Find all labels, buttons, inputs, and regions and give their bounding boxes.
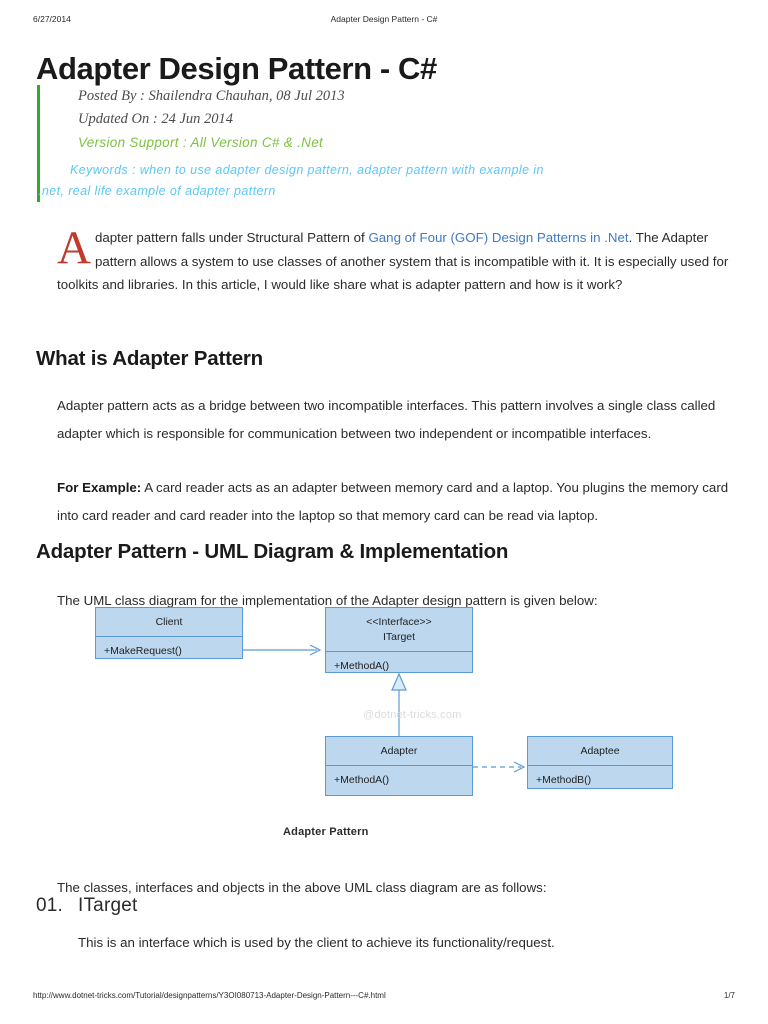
print-header-date: 6/27/2014 (33, 14, 71, 24)
uml-box-adaptee[interactable]: Adaptee +MethodB() (527, 736, 673, 789)
arrowhead-open-adapter-adaptee (513, 761, 526, 773)
for-example-label: For Example: (57, 480, 142, 496)
intro-text-after-link: . The Adapter pattern allows a system to… (57, 230, 729, 293)
print-footer-page-number: 1/7 (723, 991, 735, 1000)
uml-box-itarget-header: <<Interface>> ITarget (326, 608, 472, 651)
uml-box-itarget-name: ITarget (382, 631, 416, 643)
uml-box-adapter[interactable]: Adapter +MethodA() (325, 736, 473, 796)
uml-box-adaptee-divider (528, 765, 672, 766)
uml-box-itarget-member: +MethodA() (334, 660, 390, 672)
arrowhead-hollow-triangle-realization (391, 672, 407, 691)
drop-cap-letter: A (57, 222, 91, 275)
meta-posted-by: Posted By : Shailendra Chauhan, 08 Jul 2… (78, 88, 345, 104)
diagram-caption: Adapter Pattern (283, 826, 369, 838)
uml-box-client-header: Client (96, 608, 242, 636)
diagram-watermark: @dotnet-tricks.com (363, 709, 462, 721)
page-title: Adapter Design Pattern - C# (36, 50, 437, 86)
article-meta-block: Posted By : Shailendra Chauhan, 08 Jul 2… (37, 85, 737, 202)
list-item-title-itarget: ITarget (78, 895, 138, 916)
uml-box-adapter-header: Adapter (326, 737, 472, 765)
uml-box-client-divider (96, 636, 242, 637)
uml-box-client-name: Client (155, 616, 183, 628)
arrowhead-open-client-itarget (309, 644, 322, 656)
uml-box-client-member: +MakeRequest() (104, 645, 182, 657)
uml-class-diagram: Client +MakeRequest() <<Interface>> ITar… (0, 598, 768, 848)
uml-box-adapter-divider (326, 765, 472, 766)
for-example-text: A card reader acts as an adapter between… (57, 480, 729, 524)
list-item-description-itarget: This is an interface which is used by th… (78, 935, 555, 950)
meta-keywords: Keywords : when to use adapter design pa… (38, 154, 737, 202)
heading-what-is-adapter-pattern: What is Adapter Pattern (36, 347, 264, 370)
meta-keywords-line-2: .net, real life example of adapter patte… (38, 184, 276, 198)
print-header-title: Adapter Design Pattern - C# (330, 14, 438, 24)
print-header: 6/27/2014 Adapter Design Pattern - C# (0, 14, 768, 28)
paragraph-uml-intro: The UML class diagram for the implementa… (57, 593, 598, 609)
uml-box-itarget-divider (326, 651, 472, 652)
uml-box-adapter-member: +MethodA() (334, 774, 390, 786)
meta-updated-on: Updated On : 24 Jun 2014 (78, 111, 234, 127)
print-footer: http://www.dotnet-tricks.com/Tutorial/de… (0, 991, 768, 1005)
intro-text-before-link: dapter pattern falls under Structural Pa… (94, 230, 369, 246)
heading-uml-diagram-implementation: Adapter Pattern - UML Diagram & Implemen… (36, 540, 509, 563)
uml-connectors (243, 644, 526, 773)
uml-box-client[interactable]: Client +MakeRequest() (95, 607, 243, 659)
uml-box-adaptee-member: +MethodB() (536, 774, 592, 786)
paragraph-for-example: For Example: A card reader acts as an ad… (57, 474, 735, 530)
meta-keywords-line-1: Keywords : when to use adapter design pa… (70, 163, 544, 177)
gof-design-patterns-link[interactable]: Gang of Four (GOF) Design Patterns in .N… (368, 230, 629, 246)
list-item-number: 01. (36, 895, 64, 916)
paragraph-what-is-adapter-pattern: Adapter pattern acts as a bridge between… (57, 398, 716, 442)
uml-box-adaptee-name: Adaptee (580, 745, 620, 757)
meta-version-support: Version Support : All Version C# & .Net (78, 135, 324, 150)
print-footer-url: http://www.dotnet-tricks.com/Tutorial/de… (33, 991, 386, 1000)
uml-box-adapter-name: Adapter (380, 745, 418, 757)
uml-box-itarget[interactable]: <<Interface>> ITarget +MethodA() (325, 607, 473, 673)
uml-box-itarget-stereotype: <<Interface>> (366, 616, 432, 628)
uml-box-adaptee-header: Adaptee (528, 737, 672, 765)
paragraph-after-diagram: The classes, interfaces and objects in t… (57, 880, 547, 896)
